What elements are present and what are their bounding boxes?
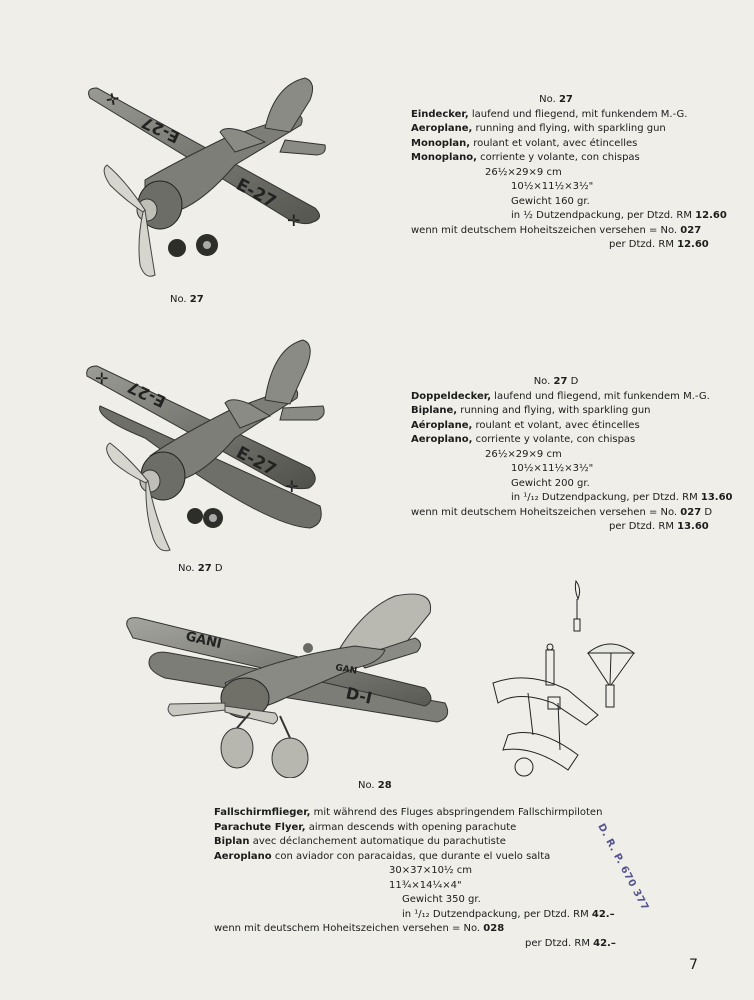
national-price: per Dtzd. RM 12.60 [609, 239, 709, 250]
parachute-biplane-28-illustration: GANI D-I GAN [126, 593, 449, 778]
spanish-description: Aeroplano con aviador con paracaidas, qu… [214, 850, 551, 862]
national-variant: wenn mit deutschem Hoheitszeichen verseh… [214, 923, 505, 934]
weight: Gewicht 160 gr. [511, 195, 590, 207]
description-27d: No. 27 D Doppeldecker, laufend und flieg… [411, 375, 733, 535]
item-header: No. 27 D [533, 376, 579, 387]
biplane-27d-illustration: ✛ ✛ E-27 E-27 [86, 339, 325, 552]
pack-price: in ¹/₁₂ Dutzendpackung, per Dtzd. RM 13.… [511, 492, 733, 503]
german-description: Doppeldecker, laufend und fliegend, mit … [411, 390, 710, 402]
english-description: Biplane, running and flying, with sparkl… [411, 405, 651, 416]
spanish-description: Monoplano, corriente y volante, con chis… [411, 152, 640, 163]
spanish-description: Aeroplano, corriente y volante, con chis… [411, 434, 636, 445]
english-description: Parachute Flyer, airman descends with op… [214, 821, 517, 833]
caption-27: No. 27 [170, 294, 204, 305]
item-header: No. 27 [539, 94, 573, 105]
caption-27d: No. 27 D [178, 563, 223, 574]
dimensions-inch: 11¾×14¼×4" [389, 879, 462, 891]
weight: Gewicht 200 gr. [511, 477, 590, 489]
national-variant: wenn mit deutschem Hoheitszeichen verseh… [411, 506, 713, 518]
national-variant: wenn mit deutschem Hoheitszeichen verseh… [411, 224, 702, 236]
fuselage-marking: GAN [334, 663, 357, 677]
weight: Gewicht 350 gr. [402, 894, 481, 905]
dimensions-cm: 30×37×10½ cm [389, 865, 473, 876]
wing-marking-left: E-27 [139, 113, 183, 147]
german-description: Eindecker, laufend und fliegend, mit fun… [411, 108, 688, 120]
french-description: Monoplan, roulant et volant, avec étince… [411, 137, 638, 149]
dimensions-inch: 10½×11½×3½" [511, 181, 594, 192]
page-number: 7 [689, 957, 698, 973]
description-27: No. 27 Eindecker, laufend und fliegend, … [411, 93, 727, 253]
national-price: per Dtzd. RM 42.– [525, 937, 616, 949]
monoplane-27-illustration: ✛ ✛ E-27 E-27 [88, 77, 326, 277]
french-description: Aéroplane, roulant et volant, avec étinc… [411, 419, 640, 431]
english-description: Aeroplane, running and flying, with spar… [411, 123, 666, 134]
dimensions-cm: 26½×29×9 cm [485, 448, 562, 460]
dimensions-cm: 26½×29×9 cm [485, 166, 562, 178]
parachute-mechanism-drawing [492, 579, 636, 777]
svg-text:✛: ✛ [95, 369, 108, 388]
svg-text:✛: ✛ [285, 477, 298, 496]
pack-price: in ½ Dutzendpackung, per Dtzd. RM 12.60 [511, 210, 727, 221]
dimensions-inch: 10½×11½×3½" [511, 463, 594, 474]
pack-price: in ¹/₁₂ Dutzendpackung, per Dtzd. RM 42.… [402, 908, 615, 920]
description-28: Fallschirmflieger, mit während des Fluge… [214, 806, 616, 951]
german-description: Fallschirmflieger, mit während des Fluge… [214, 807, 603, 818]
svg-text:✛: ✛ [287, 211, 300, 230]
national-price: per Dtzd. RM 13.60 [609, 521, 709, 532]
svg-text:✛: ✛ [104, 89, 121, 110]
french-description: Biplan avec déclanchement automatique du… [214, 836, 506, 847]
caption-28: No. 28 [358, 780, 392, 791]
